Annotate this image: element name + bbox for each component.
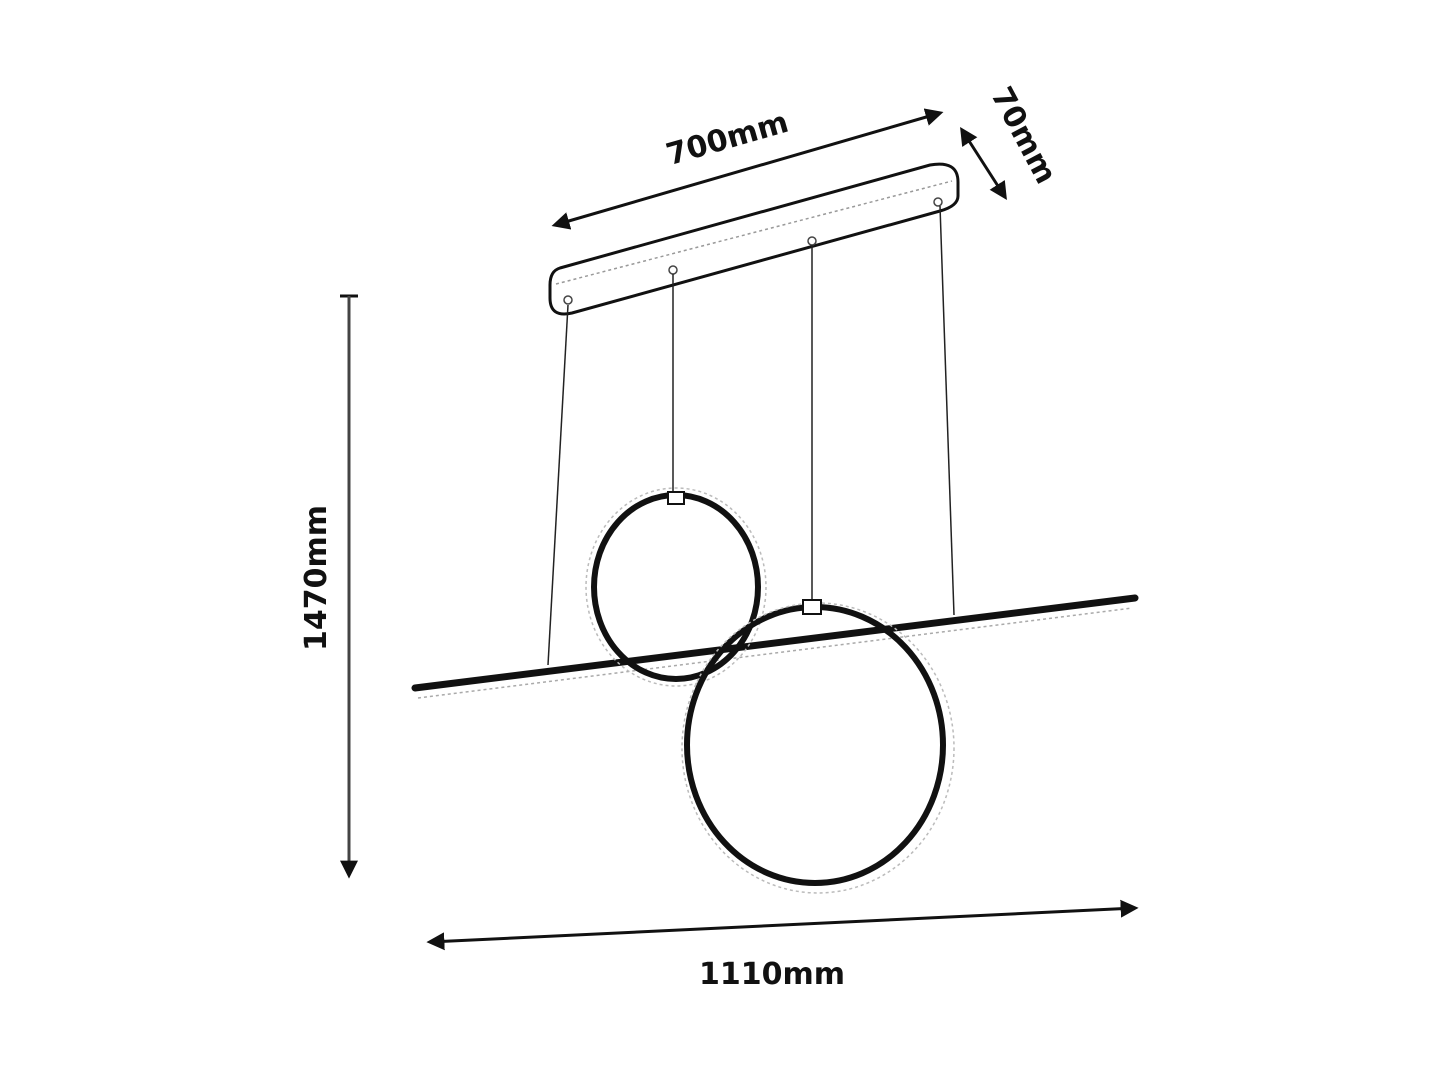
dimension-total-width: 1110mm <box>426 899 1139 992</box>
suspension-wires <box>547 205 955 666</box>
small-ring <box>585 487 767 687</box>
dimension-canopy-width: 70mm <box>960 81 1063 201</box>
large-ring <box>681 599 955 894</box>
dimension-total-height: 1470mm <box>299 294 358 879</box>
ceiling-canopy <box>548 162 960 316</box>
horizontal-bar <box>411 594 1139 699</box>
total-height-label: 1470mm <box>299 505 334 651</box>
total-width-label: 1110mm <box>699 957 845 992</box>
canopy-width-label: 70mm <box>983 81 1063 190</box>
